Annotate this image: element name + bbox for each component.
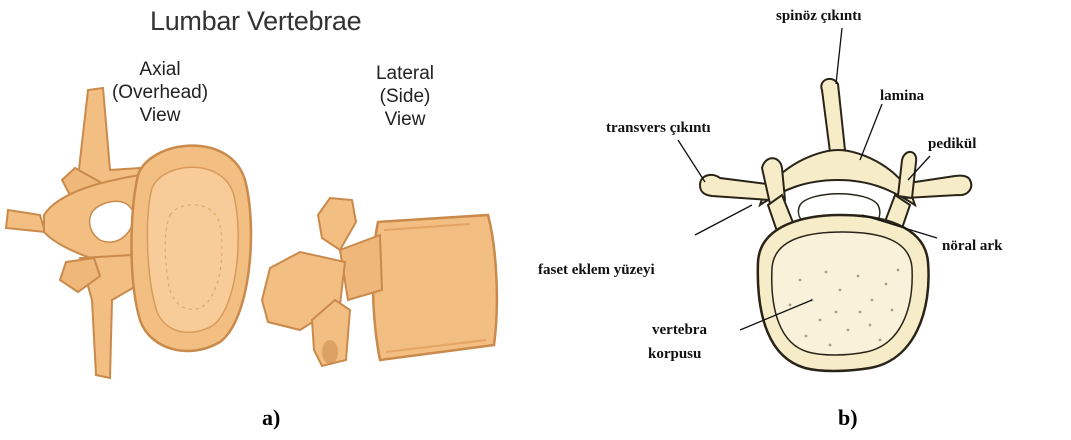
- label-transverse-process: transvers çıkıntı: [606, 120, 711, 137]
- axial-view-line-2: (Overhead): [100, 81, 220, 104]
- panel-b-caption: b): [838, 405, 858, 431]
- panel-a-caption: a): [262, 405, 280, 431]
- label-spinous-process: spinöz çıkıntı: [776, 8, 861, 25]
- axial-view-line-3: View: [100, 104, 220, 127]
- lateral-vertebra-illustration: [262, 198, 497, 366]
- axial-view-label: Axial (Overhead) View: [100, 58, 220, 127]
- label-neural-arch: nöral ark: [942, 238, 1002, 255]
- label-pedicle: pedikül: [928, 136, 976, 153]
- axial-vertebra-illustration: [6, 88, 251, 378]
- panel-a-title: Lumbar Vertebrae: [150, 6, 361, 37]
- label-lamina: lamina: [880, 88, 924, 105]
- lateral-view-line-3: View: [350, 108, 460, 131]
- label-facet-joint-surface: faset eklem yüzeyi: [538, 262, 655, 279]
- lateral-view-label: Lateral (Side) View: [350, 62, 460, 131]
- label-vertebral-body-line-1: vertebra: [652, 322, 707, 339]
- lateral-view-line-1: Lateral: [350, 62, 460, 85]
- annotated-vertebra-sketch: [700, 79, 971, 371]
- label-vertebral-body-line-2: korpusu: [648, 346, 701, 363]
- axial-view-line-1: Axial: [100, 58, 220, 81]
- lateral-view-line-2: (Side): [350, 85, 460, 108]
